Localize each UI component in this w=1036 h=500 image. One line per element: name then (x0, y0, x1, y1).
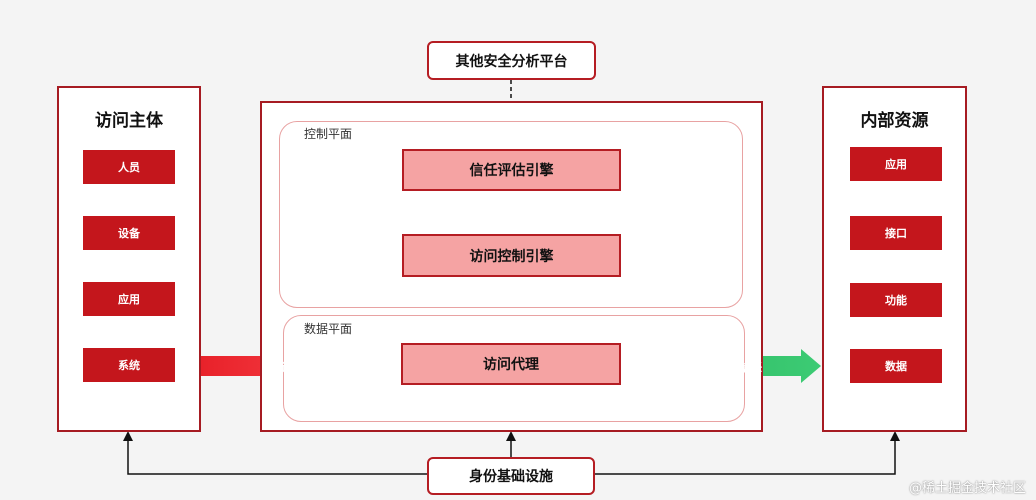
access-control-engine: 访问控制引擎 (402, 234, 621, 277)
subject-item-device: 设备 (83, 216, 175, 250)
internal-resource-title: 内部资源 (860, 111, 929, 131)
subject-item-system: 系统 (83, 348, 175, 382)
resource-item-interface: 接口 (850, 216, 942, 250)
access-subject-title: 访问主体 (95, 111, 163, 131)
identity-to-right-connector (595, 431, 900, 475)
other-security-platform-label: 其他安全分析平台 (455, 53, 568, 70)
access-subject-panel: 访问主体 人员 设备 应用 系统 (57, 86, 201, 432)
internal-resource-panel: 内部资源 应用 接口 功能 数据 (822, 86, 967, 432)
resource-item-function: 功能 (850, 283, 942, 317)
access-proxy: 访问代理 (401, 343, 621, 385)
trust-evaluation-engine-label: 信任评估引擎 (469, 163, 554, 179)
control-plane-label: 控制平面 (304, 127, 353, 141)
trusted-arrow-label: 最小隐式信任 (696, 361, 762, 374)
identity-to-left-connector (123, 431, 427, 475)
data-plane-label: 数据平面 (304, 322, 353, 336)
access-control-engine-label: 访问控制引擎 (469, 248, 554, 265)
watermark-text: @稀土掘金技术社区 (908, 481, 1026, 496)
untrusted-arrow-label: 默认不可信 (270, 361, 325, 374)
identity-infrastructure-box: 身份基础设施 (427, 457, 595, 495)
subject-item-application: 应用 (83, 282, 175, 316)
resource-item-application: 应用 (850, 147, 942, 181)
identity-infrastructure-label: 身份基础设施 (469, 469, 553, 485)
resource-item-data: 数据 (850, 349, 942, 383)
access-proxy-label: 访问代理 (483, 357, 539, 373)
other-security-platform-box: 其他安全分析平台 (427, 41, 596, 80)
trust-evaluation-engine: 信任评估引擎 (402, 149, 621, 191)
subject-item-person: 人员 (83, 150, 175, 184)
